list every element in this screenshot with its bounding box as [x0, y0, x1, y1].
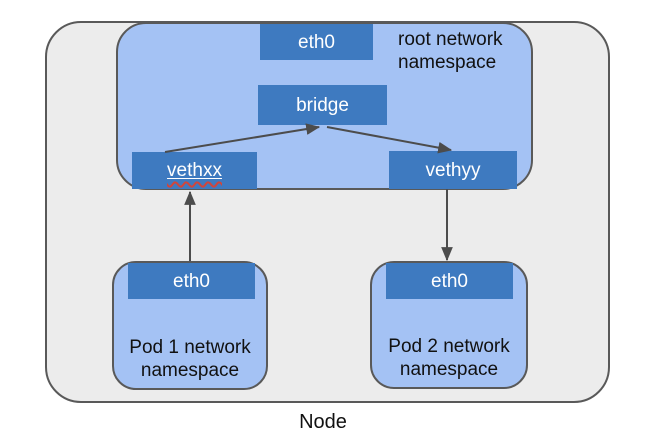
- vethyy-label: vethyy: [425, 159, 481, 181]
- pod1-namespace-box: eth0 Pod 1 network namespace: [112, 261, 268, 390]
- node-box: eth0 root network namespace bridge vethx…: [45, 21, 610, 403]
- pod2-namespace-box: eth0 Pod 2 network namespace: [370, 261, 528, 389]
- pod2-eth0-box: eth0: [386, 263, 513, 299]
- pod2-namespace-label: Pod 2 network namespace: [388, 336, 510, 380]
- node-label: Node: [299, 411, 347, 433]
- root-namespace-label: root network namespace: [398, 29, 503, 73]
- vethxx-label: vethxx: [167, 160, 222, 181]
- vethyy-box: vethyy: [389, 151, 517, 189]
- root-namespace-box: eth0 root network namespace bridge vethx…: [116, 22, 533, 190]
- root-eth0-label: eth0: [298, 31, 335, 53]
- vethxx-box: vethxx: [132, 152, 257, 189]
- pod1-eth0-box: eth0: [128, 263, 255, 299]
- bridge-label: bridge: [296, 94, 349, 116]
- pod1-namespace-label: Pod 1 network namespace: [129, 337, 251, 381]
- pod2-eth0-label: eth0: [431, 270, 468, 292]
- pod1-eth0-label: eth0: [173, 270, 210, 292]
- bridge-box: bridge: [258, 85, 387, 125]
- root-eth0-box: eth0: [260, 24, 373, 60]
